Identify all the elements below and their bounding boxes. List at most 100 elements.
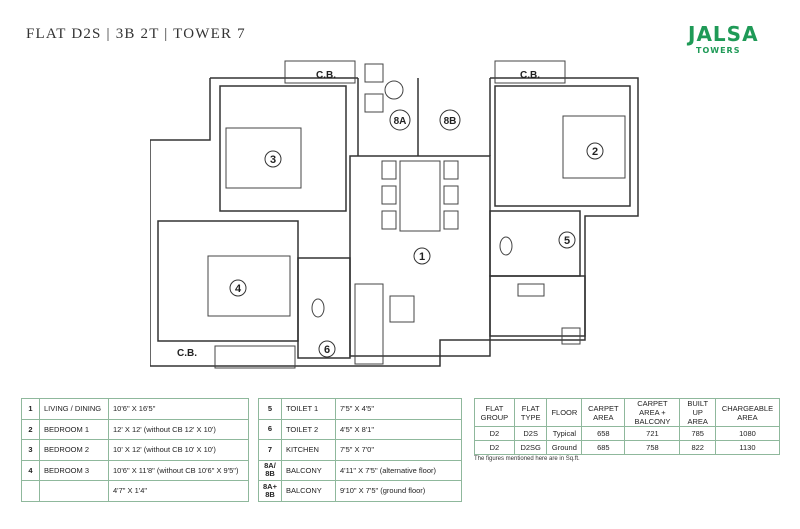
col-header: FLOOR <box>546 398 583 427</box>
col-header: CARPET AREA <box>581 398 626 427</box>
room-number <box>21 480 40 502</box>
table-row: 2 BEDROOM 1 12' X 12' (without CB 12' X … <box>21 418 249 440</box>
room-name: TOILET 2 <box>280 418 336 440</box>
room8b-marker <box>439 109 461 131</box>
bed-bedroom2 <box>225 127 302 189</box>
cb-label-top-left: C.B. <box>316 70 336 81</box>
room-size: 4'7" X 1'4" <box>108 480 249 502</box>
area-note: The figures mentioned here are in Sq.ft. <box>474 456 580 462</box>
room-size: 7'5" X 7'0" <box>334 439 463 461</box>
table-cell: Ground <box>546 440 583 455</box>
dining-chair <box>381 160 397 180</box>
room-name: BALCONY <box>280 459 336 481</box>
table-row: 8A/ 8B BALCONY 4'11" X 7'5" (alternative… <box>258 459 463 481</box>
floor-plan: 1 2 3 4 5 6 8A 8B C.B. C.B. C.B. <box>150 60 639 369</box>
room-size-table-right: 5 TOILET 1 7'5" X 4'5" 6 TOILET 2 4'5" X… <box>258 398 463 502</box>
room5-marker <box>558 231 576 249</box>
col-header: CHARGEABLE AREA <box>714 398 781 427</box>
room2-label: 2 <box>592 146 598 158</box>
room-name: KITCHEN <box>280 439 336 461</box>
dining-chair <box>381 185 397 205</box>
dining-chair <box>381 210 397 230</box>
room-size: 4'5" X 8'1" <box>334 418 463 440</box>
table-cell: 721 <box>624 426 681 441</box>
dining-chair <box>443 210 459 230</box>
wc-toilet1 <box>499 236 513 256</box>
table-row: 7 KITCHEN 7'5" X 7'0" <box>258 439 463 461</box>
room8a-label: 8A <box>394 116 407 127</box>
outer-wall <box>150 77 639 367</box>
room6-marker <box>318 340 336 358</box>
wardrobe-bottom <box>214 345 296 369</box>
room-size-table-left: 1 LIVING / DINING 10'6" X 16'5" 2 BEDROO… <box>21 398 249 502</box>
kitchen-hob <box>517 283 545 297</box>
room-number: 4 <box>21 459 40 481</box>
bedroom3-wall <box>157 220 299 342</box>
table-cell: 758 <box>624 440 681 455</box>
table-cell: D2 <box>474 426 515 441</box>
table-cell: 785 <box>679 426 716 441</box>
brand-logo: JALSA TOWERS <box>688 22 784 68</box>
page-title: FLAT D2S | 3B 2T | TOWER 7 <box>26 26 246 42</box>
room-number: 8A/ 8B <box>258 459 282 481</box>
table-cell: D2SG <box>513 440 548 455</box>
table-row: 8A+ 8B BALCONY 9'10" X 7'5" (ground floo… <box>258 480 463 502</box>
room3-label: 3 <box>270 154 276 166</box>
room-name: BEDROOM 1 <box>39 418 109 440</box>
coffee-table <box>389 295 415 323</box>
table-cell: 822 <box>679 440 716 455</box>
living-wall <box>349 155 491 357</box>
cb-label-bottom: C.B. <box>177 348 197 359</box>
room2-marker <box>586 142 604 160</box>
room-number: 7 <box>258 439 282 461</box>
table-row: 1 LIVING / DINING 10'6" X 16'5" <box>21 398 249 420</box>
dining-table <box>399 160 441 232</box>
table-row: 4'7" X 1'4" <box>21 480 249 502</box>
room-name: TOILET 1 <box>280 398 336 420</box>
dining-chair <box>443 160 459 180</box>
room-number: 3 <box>21 439 40 461</box>
kitchen-wall <box>489 275 586 337</box>
table-cell: Typical <box>546 426 583 441</box>
room-number: 5 <box>258 398 282 420</box>
room-number: 1 <box>21 398 40 420</box>
room1-marker <box>413 247 431 265</box>
room-number: 6 <box>258 418 282 440</box>
room-size: 10'6" X 11'8" (without CB 10'6" X 9'5") <box>108 459 249 481</box>
area-table: FLAT GROUP FLAT TYPE FLOOR CARPET AREA C… <box>474 398 781 455</box>
logo-main-text: JALSA <box>688 22 759 46</box>
bed-bedroom3 <box>207 255 291 317</box>
wardrobe-top-right <box>494 60 566 84</box>
room3-marker <box>264 150 282 168</box>
bed-bedroom1 <box>562 115 626 179</box>
col-header: CARPET AREA + BALCONY <box>624 398 681 427</box>
room4-marker <box>229 279 247 297</box>
table-cell: 685 <box>581 440 626 455</box>
room1-label: 1 <box>419 251 425 263</box>
room-number: 8A+ 8B <box>258 480 282 502</box>
table-cell: 658 <box>581 426 626 441</box>
room-name: LIVING / DINING <box>39 398 109 420</box>
room-size: 4'11" X 7'5" (alternative floor) <box>334 459 463 481</box>
room-name: BEDROOM 2 <box>39 439 109 461</box>
col-header: BUILT UP AREA <box>679 398 716 427</box>
wc-toilet2 <box>311 298 325 318</box>
wardrobe-top-left <box>284 60 356 84</box>
table-row: 6 TOILET 2 4'5" X 8'1" <box>258 418 463 440</box>
room-size: 12' X 12' (without CB 12' X 10') <box>108 418 249 440</box>
room-size: 10' X 12' (without CB 10' X 10') <box>108 439 249 461</box>
sofa <box>354 283 384 365</box>
col-header: FLAT GROUP <box>474 398 515 427</box>
table-row: 3 BEDROOM 2 10' X 12' (without CB 10' X … <box>21 439 249 461</box>
balcony-table <box>384 80 404 100</box>
room6-label: 6 <box>324 344 330 356</box>
room-number: 2 <box>21 418 40 440</box>
table-row: D2 D2SG Ground 685 758 822 1130 <box>474 440 781 455</box>
balcony-chair <box>364 93 384 113</box>
table-cell: D2S <box>513 426 548 441</box>
cb-label-top-right: C.B. <box>520 70 540 81</box>
room-size: 7'5" X 4'5" <box>334 398 463 420</box>
kitchen-sink <box>561 327 581 345</box>
room-size: 9'10" X 7'5" (ground floor) <box>334 480 463 502</box>
room4-label: 4 <box>235 283 242 295</box>
